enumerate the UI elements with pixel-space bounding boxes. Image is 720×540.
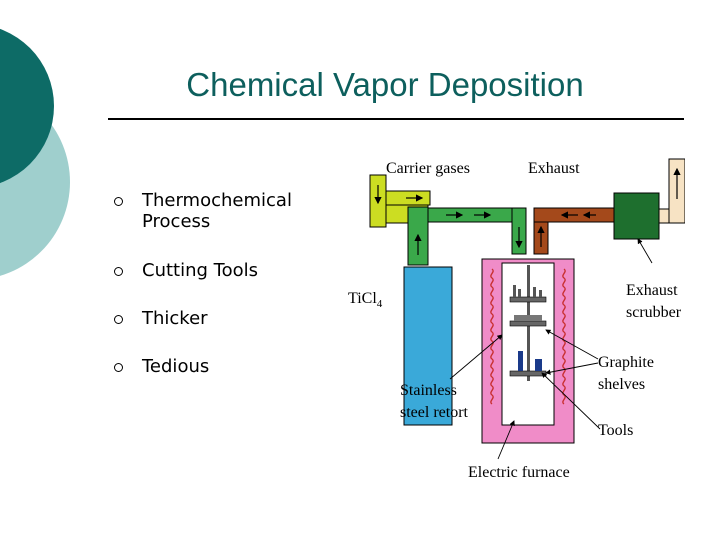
exhaust-scrubber [613,192,660,240]
tools-top-shelf [513,285,542,297]
bullet-text: Thicker [142,308,208,329]
bullet-circle-icon [114,363,123,372]
label-electric-furnace: Electric furnace [468,464,570,481]
flow-arrows [374,167,681,255]
decorative-circles [0,28,70,276]
bullet-text: Thermochemical Process [142,190,292,232]
ticl-tank [403,266,453,426]
bullet-text: Cutting Tools [142,260,258,281]
graphite-shelf-bottom [509,370,547,377]
bullet-circle-icon [114,315,123,324]
tools-bottom-shelf [518,351,542,371]
decorative-circle-dark [0,28,54,184]
tools-middle-shelf [514,315,542,321]
label-tools: Tools [598,422,633,439]
title-divider [108,118,684,120]
bullet-item: Tedious [108,356,312,377]
label-graphite-line1: Graphite [598,354,654,371]
bullet-item: Cutting Tools [108,260,312,281]
label-stainless-line2: steel retort [400,404,469,421]
label-exhaust-scrubber-line2: scrubber [626,304,682,321]
bullet-circle-icon [114,267,123,276]
slide-title: Chemical Vapor Deposition [186,66,584,103]
heating-coil-left [490,268,494,405]
bullet-list: Thermochemical Process Cutting Tools Thi… [108,190,312,377]
label-leaders [449,238,653,460]
label-exhaust-scrubber-line1: Exhaust [626,282,678,299]
bullet-text: Tedious [142,356,210,377]
label-carrier-gases: Carrier gases [386,160,470,177]
label-graphite-line2: shelves [598,376,645,393]
bullet-circle-icon [114,197,123,206]
cvd-diagram: Carrier gases Exhaust TiCl4 Exhaust scru… [348,155,685,487]
graphite-shelf-top [509,296,547,303]
label-ticl: TiCl4 [348,290,383,310]
label-stainless-line1: Stainless [400,382,457,399]
bullet-item: Thermochemical Process [108,190,312,232]
label-exhaust: Exhaust [528,160,580,177]
bullet-item: Thicker [108,308,312,329]
heating-coil-right [562,268,566,405]
graphite-shelf-middle [509,320,547,327]
